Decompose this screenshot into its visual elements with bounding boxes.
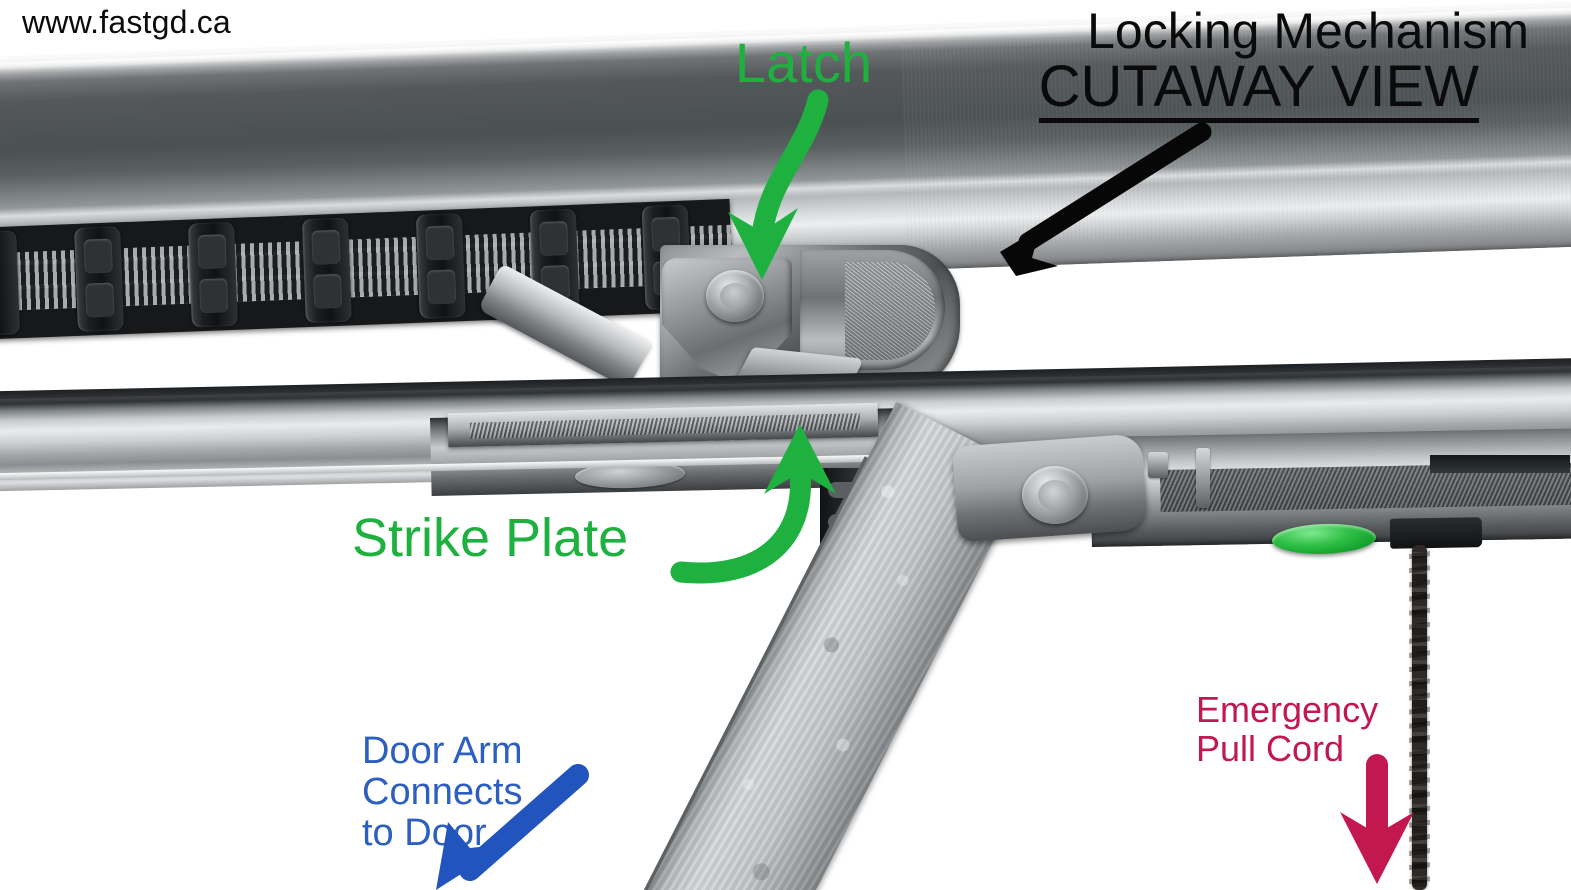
annotation-label-door-arm: Door Arm Connects to Door (362, 730, 523, 855)
annotation-label-strike-plate: Strike Plate (352, 508, 629, 568)
rail-fastener-pin (1196, 448, 1210, 508)
latch-pivot-bolt (706, 270, 764, 322)
annotation-label-emergency-pull-cord: Emergency Pull Cord (1196, 689, 1379, 769)
page-title-line2: CUTAWAY VIEW (1038, 58, 1479, 123)
site-watermark: www.fastgd.ca (22, 4, 231, 40)
annotation-label-latch: Latch (735, 31, 872, 94)
belt-tooth (187, 221, 238, 328)
pull-cord (1409, 545, 1430, 890)
rail-fastener-nub (1148, 452, 1168, 478)
trolley-cut-face (845, 262, 935, 360)
belt-tooth (74, 226, 125, 332)
cord-bracket (1389, 517, 1483, 549)
belt-tooth (415, 213, 466, 319)
belt-tooth (0, 230, 21, 336)
belt-tooth (301, 217, 352, 324)
door-arm-pivot-bolt (1022, 466, 1088, 524)
rail-dark-slot (1430, 455, 1570, 473)
page-title-line1: Locking Mechanism (1087, 3, 1529, 59)
